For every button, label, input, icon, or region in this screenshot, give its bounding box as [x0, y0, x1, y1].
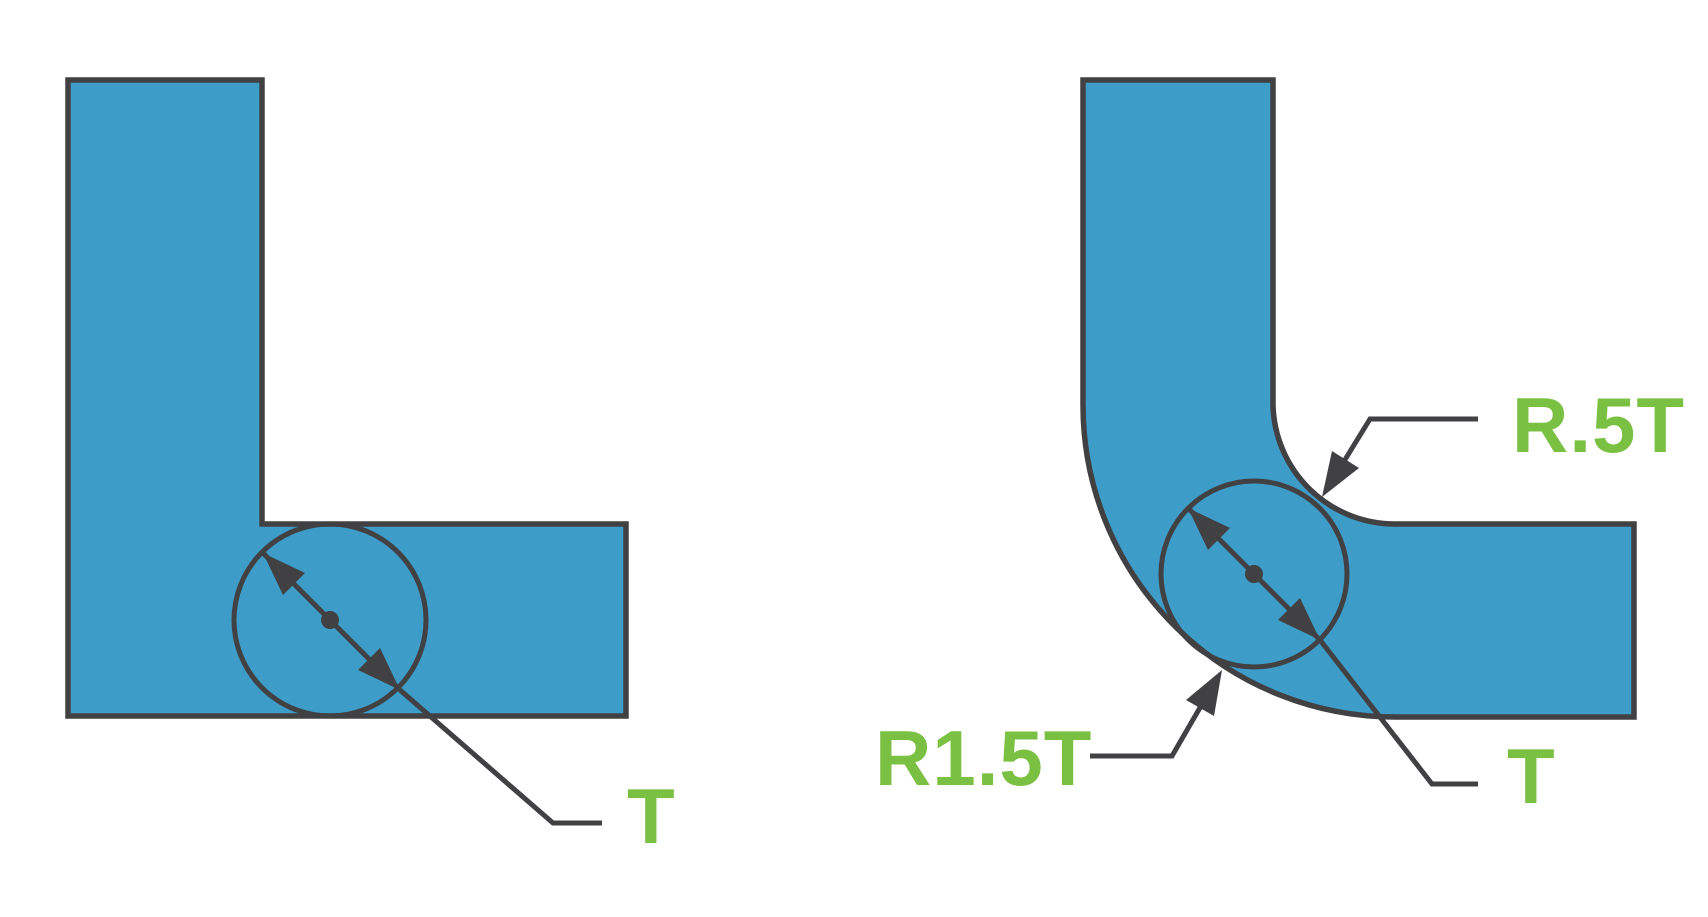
outer-radius-arrowhead-icon: [1186, 670, 1222, 716]
right-thickness-leader-line: [1318, 638, 1478, 787]
left-thickness-gauge-circle: [231, 521, 429, 719]
left-thickness-leader-line: [398, 688, 602, 826]
inner-radius-leader-line: [1324, 416, 1478, 491]
left-center-dot: [321, 611, 339, 629]
right-thickness-label: T: [1507, 732, 1556, 820]
left-thickness-label: T: [627, 772, 676, 860]
left-l-bracket-shape: [65, 77, 629, 719]
left-arrowhead-down-right-icon: [358, 648, 400, 690]
right-figure: R.5T R1.5T T: [875, 77, 1685, 820]
right-center-dot: [1245, 565, 1263, 583]
outer-radius-label: R1.5T: [875, 714, 1092, 802]
right-arrowhead-down-right-icon: [1278, 598, 1320, 640]
inner-radius-arrowhead-icon: [1322, 451, 1359, 497]
right-thickness-gauge-circle: [1158, 478, 1350, 670]
left-figure: T: [65, 77, 676, 860]
inner-radius-label: R.5T: [1512, 381, 1685, 469]
right-bent-bracket-shape: [1080, 77, 1637, 720]
right-arrowhead-up-left-icon: [1188, 508, 1230, 550]
left-arrowhead-up-left-icon: [263, 553, 305, 595]
